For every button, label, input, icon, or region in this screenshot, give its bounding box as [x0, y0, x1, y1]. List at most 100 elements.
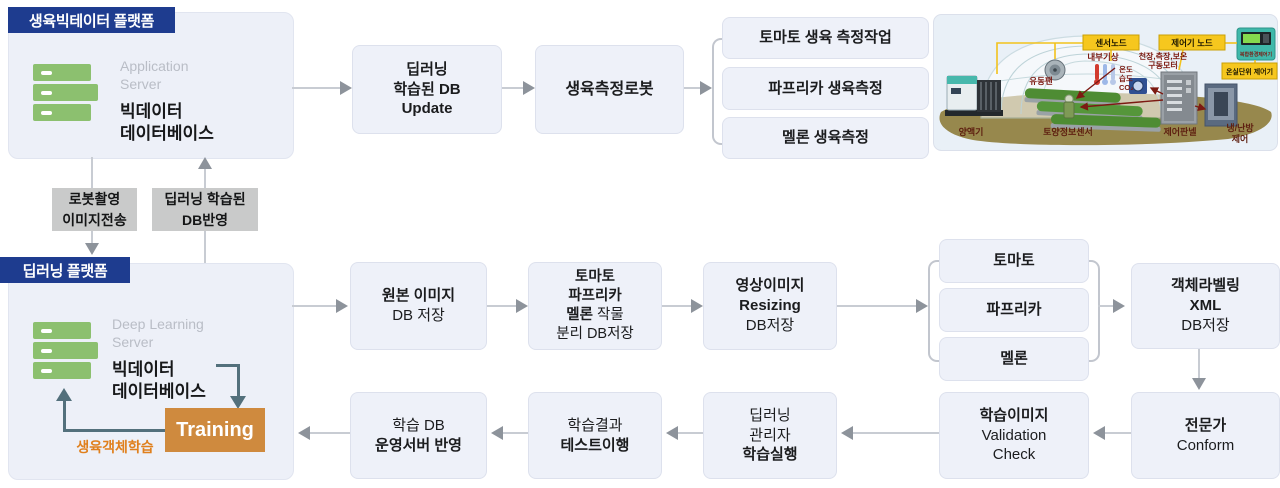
server-type-line: Deep Learning	[112, 316, 204, 332]
fan-label: 유동팬	[1029, 76, 1053, 86]
box-line: 멜론 생육측정	[782, 129, 869, 147]
training-loop-line	[216, 364, 240, 367]
flow-box-xml-labeling: 객체라벨링 XML DB저장	[1131, 263, 1280, 349]
svg-text:제어기 노드: 제어기 노드	[1171, 38, 1213, 48]
box-line: 전문가	[1184, 416, 1227, 434]
application-server-icon	[33, 64, 98, 121]
arrow-down-icon	[85, 243, 99, 255]
arrow-right-icon	[700, 81, 712, 95]
application-server-text: Application Server 빅데이터 데이터베이스	[120, 58, 214, 145]
transfer-label-db-reflect: 딥러닝 학습된 DB반영	[152, 188, 258, 231]
nutrient-machine	[945, 75, 1003, 116]
arrow-up-icon	[56, 388, 72, 401]
connector-line	[660, 305, 691, 307]
flow-box-growth-robot: 생육측정로봇	[535, 45, 684, 134]
transfer-label-robot-upload: 로봇촬영 이미지전송	[52, 188, 137, 231]
server-type-line: Server	[112, 333, 154, 350]
task-box-melon: 멜론 생육측정	[722, 117, 929, 159]
deeplearning-platform-badge: 딥러닝 플랫폼	[0, 257, 130, 283]
co2-label: CO₂	[1119, 83, 1134, 92]
device-label: 복합환경제어기	[1240, 51, 1273, 58]
server-type-line: Application	[120, 58, 189, 74]
box-line: 학습실행	[742, 446, 798, 464]
box-line: DB 저장	[392, 307, 445, 324]
arrow-left-icon	[298, 426, 310, 440]
server-type-line: Server	[120, 75, 162, 92]
training-box: Training	[165, 408, 265, 452]
box-line: 학습이미지	[979, 406, 1049, 424]
label-line: 로봇촬영	[68, 191, 121, 208]
flow-box-resizing: 영상이미지 Resizing DB저장	[703, 262, 837, 350]
connector-line	[1198, 347, 1200, 378]
box-line: Update	[401, 100, 453, 118]
crop-box-paprika: 파프리카	[939, 288, 1089, 332]
arrow-down-icon	[230, 396, 246, 409]
arrow-left-icon	[666, 426, 678, 440]
box-line: 테스트이행	[560, 436, 630, 454]
motor-label: 구동모터	[1148, 60, 1177, 70]
server-name-line: 빅데이터	[120, 101, 183, 121]
box-line: 파프리카	[568, 288, 622, 305]
box-line: 딥러닝	[749, 406, 791, 424]
box-line: 파프리카 생육측정	[768, 79, 883, 97]
arrow-left-icon	[491, 426, 503, 440]
motor-label: 천장,측장,보온	[1139, 51, 1188, 61]
unit-controller-label: 온실단위 제어기	[1221, 62, 1278, 80]
arrow-right-icon	[340, 81, 352, 95]
box-line: Conform	[1176, 436, 1235, 454]
arrow-right-icon	[1113, 299, 1125, 313]
arrow-right-icon	[516, 299, 528, 313]
controller-node-label: 제어기 노드	[1158, 34, 1226, 51]
connector-line	[853, 432, 939, 434]
sensor-node-label: 센서노드	[1082, 34, 1140, 51]
label-line: 이미지전송	[62, 211, 127, 228]
task-box-paprika: 파프리카 생육측정	[722, 67, 929, 110]
box-line: 객체라벨링	[1170, 277, 1240, 295]
flow-box-expert-conform: 전문가 Conform	[1131, 392, 1280, 479]
soil-sensor-figure	[1063, 94, 1075, 119]
flow-box-validation-check: 학습이미지 Validation Check	[939, 392, 1089, 479]
arrow-left-icon	[1093, 426, 1105, 440]
task-box-tomato: 토마토 생육 측정작업	[722, 17, 929, 59]
box-line: Resizing	[739, 297, 801, 315]
label-line: DB반영	[182, 211, 228, 228]
label-line: 딥러닝 학습된	[164, 191, 246, 208]
temp-label: 온도	[1119, 65, 1133, 74]
crop-row	[1050, 114, 1161, 132]
hvac-label: 냉/난방	[1226, 122, 1254, 133]
soil-label: 토양정보센서	[1043, 126, 1093, 137]
box-line: 분리 DB저장	[556, 325, 634, 342]
greenhouse-illustration: 복합환경제어기 센서노드 제어기 노드 온실단위 제어기 내부기상 천장,측장,…	[933, 14, 1278, 151]
connector-line	[500, 87, 523, 89]
training-loop-line	[237, 364, 240, 397]
svg-text:센서노드: 센서노드	[1095, 38, 1126, 48]
connector-line	[1098, 305, 1113, 307]
connector-line	[292, 87, 340, 89]
arrow-down-icon	[1192, 378, 1206, 390]
connector-line	[835, 305, 916, 307]
connector-line	[292, 305, 336, 307]
arrow-right-icon	[336, 299, 348, 313]
flow-box-deploy-db: 학습 DB 운영서버 반영	[350, 392, 487, 479]
arrow-left-icon	[841, 426, 853, 440]
weather-label: 내부기상	[1087, 52, 1118, 62]
growth-object-learning-label: 생육객체학습	[76, 439, 154, 455]
crop-box-tomato: 토마토	[939, 239, 1089, 283]
branch-bracket	[712, 38, 724, 145]
arrow-right-icon	[691, 299, 703, 313]
box-line: DB저장	[1181, 316, 1230, 334]
server-name-line: 빅데이터	[112, 359, 175, 379]
circulation-fan	[1044, 59, 1066, 81]
nutrient-label: 양액기	[959, 126, 984, 137]
flow-box-original-image: 원본 이미지 DB 저장	[350, 262, 487, 350]
box-line: 학습된 DB	[393, 80, 461, 98]
connector-line	[1105, 432, 1131, 434]
training-loop-line	[63, 429, 165, 432]
crop-box-melon: 멜론	[939, 337, 1089, 381]
control-arrows	[1075, 67, 1207, 112]
connector-line	[682, 87, 700, 89]
box-line: 학습결과	[567, 416, 623, 434]
box-line: 토마토	[993, 252, 1035, 270]
training-loop-line	[63, 400, 66, 432]
